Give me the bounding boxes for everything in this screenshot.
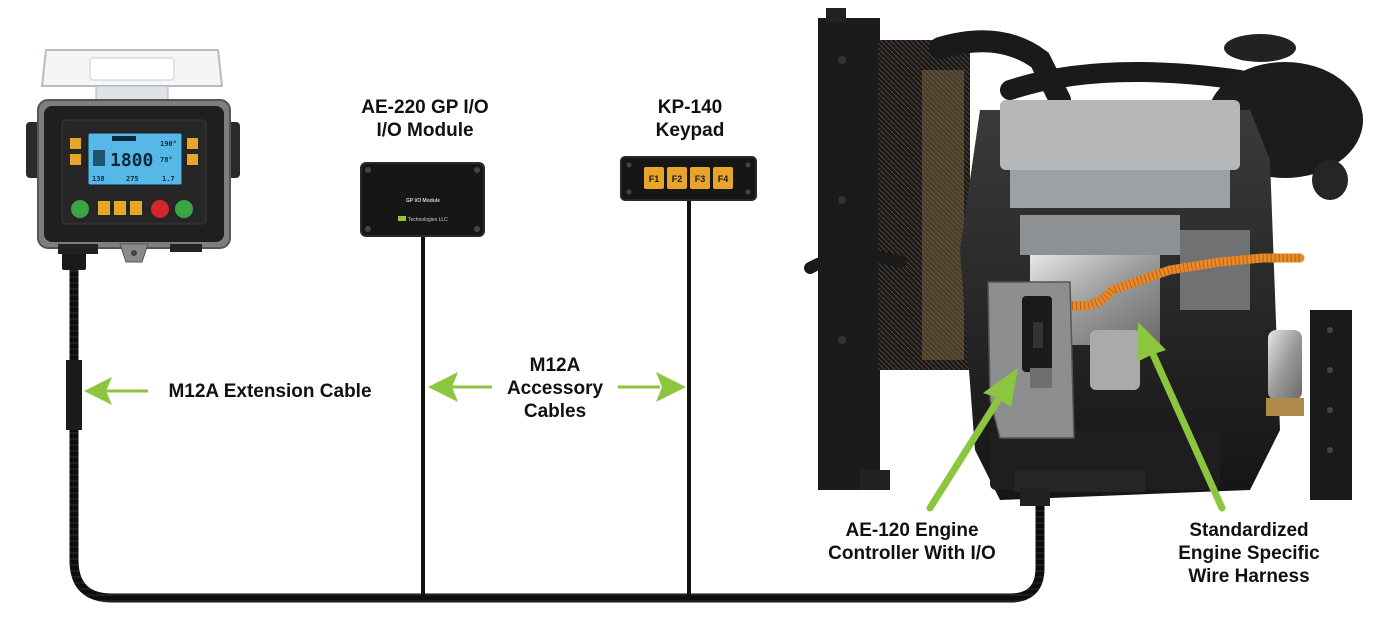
harness-label-line1: Standardized (1189, 520, 1309, 541)
keypad-key-f2-label: F2 (672, 174, 683, 184)
keypad-key-f3[interactable] (690, 167, 710, 189)
extension-cable-arrow (84, 377, 148, 405)
display-key-f1[interactable] (70, 138, 81, 149)
gp-io-module: GP I/O Module Technologies LLC (360, 162, 485, 237)
radiator-core (878, 40, 970, 370)
keypad-key-f1-label: F1 (649, 174, 660, 184)
engine-stop-button[interactable] (151, 200, 169, 218)
engine-assembly (804, 8, 1363, 506)
engine-start-button[interactable] (175, 200, 193, 218)
rpm-readout: 1800 (110, 150, 153, 171)
lcd-reading-bottom-right: 1.7 (162, 175, 175, 183)
keypad-key-group: F1 F2 F3 F4 (644, 167, 733, 189)
lcd-reading-top-right: 190° (160, 140, 177, 148)
display-side-keys (70, 138, 198, 165)
cable-splice-sleeve (66, 360, 82, 430)
controller-label-line1: AE-120 Engine (845, 520, 979, 541)
nav-down-button[interactable] (114, 201, 126, 215)
accessory-label-line3: Cables (523, 401, 587, 422)
gp-io-brand-text: Technologies LLC (408, 217, 448, 223)
extension-cable-label: M12A Extension Cable (150, 380, 390, 403)
accessory-cables-label: M12A Accessory Cables (492, 354, 618, 423)
cylinder-head (1000, 100, 1240, 170)
callout-arrows (84, 322, 1226, 512)
auto-start-button[interactable] (71, 200, 89, 218)
gp-io-title-line1: AE-220 GP I/O (361, 97, 489, 118)
keypad-key-f1[interactable] (644, 167, 664, 189)
fuel-filter (1268, 330, 1302, 400)
upper-hose (929, 30, 1071, 111)
lcd-reading-bottom-left: 138 (92, 175, 105, 183)
controller-label: AE-120 Engine Controller With I/O (812, 519, 1012, 565)
m12a-extension-cable (69, 268, 1045, 603)
nav-enter-button[interactable] (130, 201, 142, 215)
lcd-reading-bottom-mid: 275 (126, 175, 139, 183)
keypad-title-line1: KP-140 (657, 97, 723, 118)
mount-bracket (1310, 310, 1352, 500)
accessory-label-line1: M12A (529, 355, 581, 376)
harness-label: Standardized Engine Specific Wire Harnes… (1164, 519, 1334, 588)
keypad-key-f2[interactable] (667, 167, 687, 189)
lcd-screen (87, 132, 183, 186)
keypad-key-f3-label: F3 (695, 174, 706, 184)
keypad-title-line2: Keypad (655, 120, 725, 141)
display-key-f3[interactable] (187, 138, 198, 149)
cable-network (62, 200, 1045, 603)
controller-label-line2: Controller With I/O (828, 543, 996, 564)
keypad-key-f4-label: F4 (718, 174, 729, 184)
accessory-label-line2: Accessory (506, 378, 604, 399)
cable-connector (62, 252, 86, 270)
harness-label-line3: Wire Harness (1188, 566, 1310, 587)
keypad-key-f4[interactable] (713, 167, 733, 189)
keypad-title: KP-140 Keypad (610, 96, 770, 142)
nav-up-button[interactable] (98, 201, 110, 215)
extension-cable-text: M12A Extension Cable (168, 381, 372, 402)
accessory-right-arrow (618, 372, 686, 402)
display-key-f2[interactable] (70, 154, 81, 165)
display-key-f4[interactable] (187, 154, 198, 165)
display-controller-unit: 1800 190° 78° 138 275 1.7 (26, 49, 240, 263)
lcd-reading-mid-right: 78° (160, 156, 173, 164)
controller-arrow (926, 368, 1018, 512)
gp-io-title: AE-220 GP I/O I/O Module (330, 96, 520, 142)
accessory-left-arrow (428, 372, 492, 402)
harness-label-line2: Engine Specific (1178, 543, 1320, 564)
gp-io-title-line2: I/O Module (376, 120, 474, 141)
gp-io-face-label: GP I/O Module (406, 198, 440, 204)
harness-arrow (1137, 322, 1226, 512)
kp-140-keypad: F1 F2 F3 F4 (620, 156, 757, 201)
engine-wire-harness (1035, 253, 1305, 311)
